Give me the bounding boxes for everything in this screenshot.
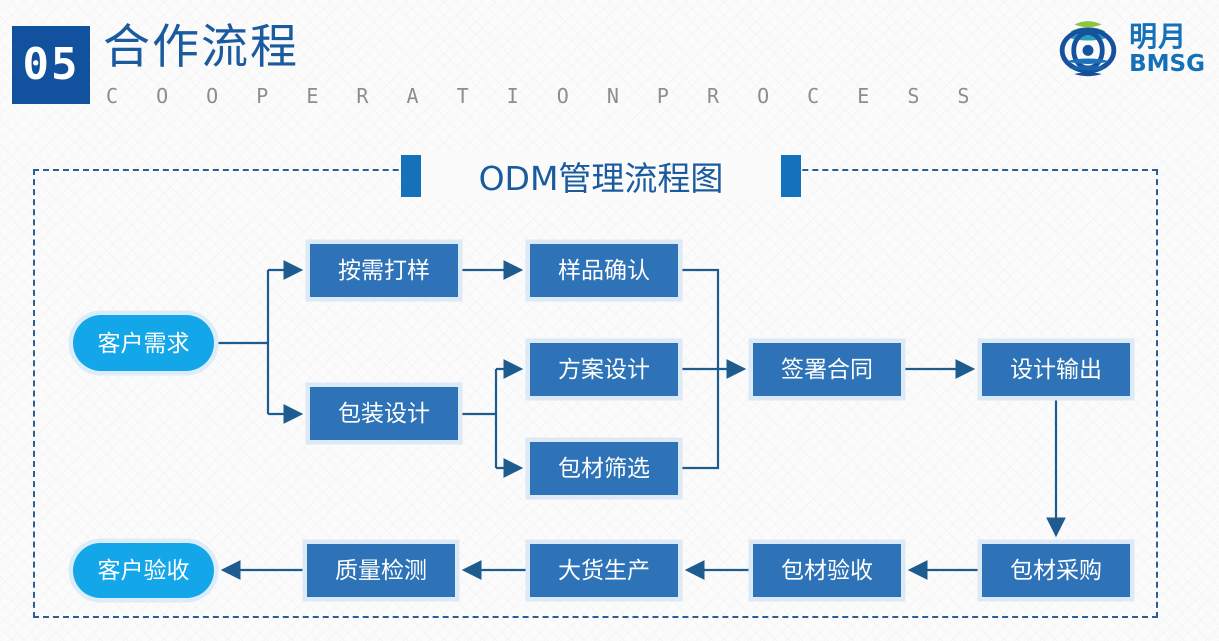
flow-node-label: 包材验收 (781, 558, 873, 584)
flow-node-bulk-production[interactable]: 大货生产 (525, 539, 683, 602)
globe-emblem-icon (1059, 21, 1117, 77)
flow-node-label: 质量检测 (335, 558, 427, 584)
diagram-title-group: ODM管理流程图 (401, 148, 801, 204)
flow-node-material-purchase[interactable]: 包材采购 (977, 539, 1135, 602)
diagram-title: ODM管理流程图 (421, 152, 781, 200)
title-bar-left-icon (401, 155, 421, 197)
flow-node-customer-acceptance[interactable]: 客户验收 (68, 538, 219, 603)
flow-node-label: 方案设计 (558, 357, 650, 383)
section-number: 05 (22, 39, 80, 90)
flow-node-on-demand-sampling[interactable]: 按需打样 (305, 239, 463, 302)
flow-node-label: 客户需求 (98, 331, 190, 357)
section-number-badge: 05 (12, 26, 90, 104)
flow-node-label: 大货生产 (558, 558, 650, 584)
flow-node-packaging-design[interactable]: 包装设计 (305, 382, 463, 445)
flow-node-label: 样品确认 (558, 258, 650, 284)
brand-logo: 明月 BMSG (1054, 14, 1205, 84)
slide-header: 05 合作流程 C O O P E R A T I O N P R O C E … (0, 0, 1219, 135)
logo-name-en: BMSG (1129, 50, 1205, 77)
flow-node-label: 客户验收 (98, 558, 190, 584)
flow-node-scheme-design[interactable]: 方案设计 (525, 338, 683, 401)
flow-node-label: 包装设计 (338, 401, 430, 427)
title-bar-right-icon (781, 155, 801, 197)
flow-node-label: 包材采购 (1010, 558, 1102, 584)
logo-text: 明月 BMSG (1129, 19, 1205, 77)
page-subtitle: C O O P E R A T I O N P R O C E S S (106, 84, 983, 108)
flow-node-sample-confirmation[interactable]: 样品确认 (525, 239, 683, 302)
flow-node-design-output[interactable]: 设计输出 (977, 338, 1135, 401)
flow-node-label: 设计输出 (1010, 357, 1102, 383)
flow-node-sign-contract[interactable]: 签署合同 (748, 338, 906, 401)
flow-node-material-inspection[interactable]: 包材验收 (748, 539, 906, 602)
flow-node-quality-check[interactable]: 质量检测 (302, 539, 460, 602)
edge-material-select-to-merge (678, 369, 720, 470)
flow-node-label: 包材筛选 (558, 456, 650, 482)
flow-node-customer-requirement[interactable]: 客户需求 (68, 310, 219, 376)
flow-node-label: 按需打样 (338, 258, 430, 284)
flow-node-material-screening[interactable]: 包材筛选 (525, 437, 683, 500)
logo-name-cn: 明月 (1129, 19, 1188, 53)
flow-node-label: 签署合同 (781, 357, 873, 383)
edge-sample-confirm-to-merge (678, 268, 720, 369)
page-title: 合作流程 (103, 20, 299, 75)
flow-edges (214, 260, 1066, 580)
